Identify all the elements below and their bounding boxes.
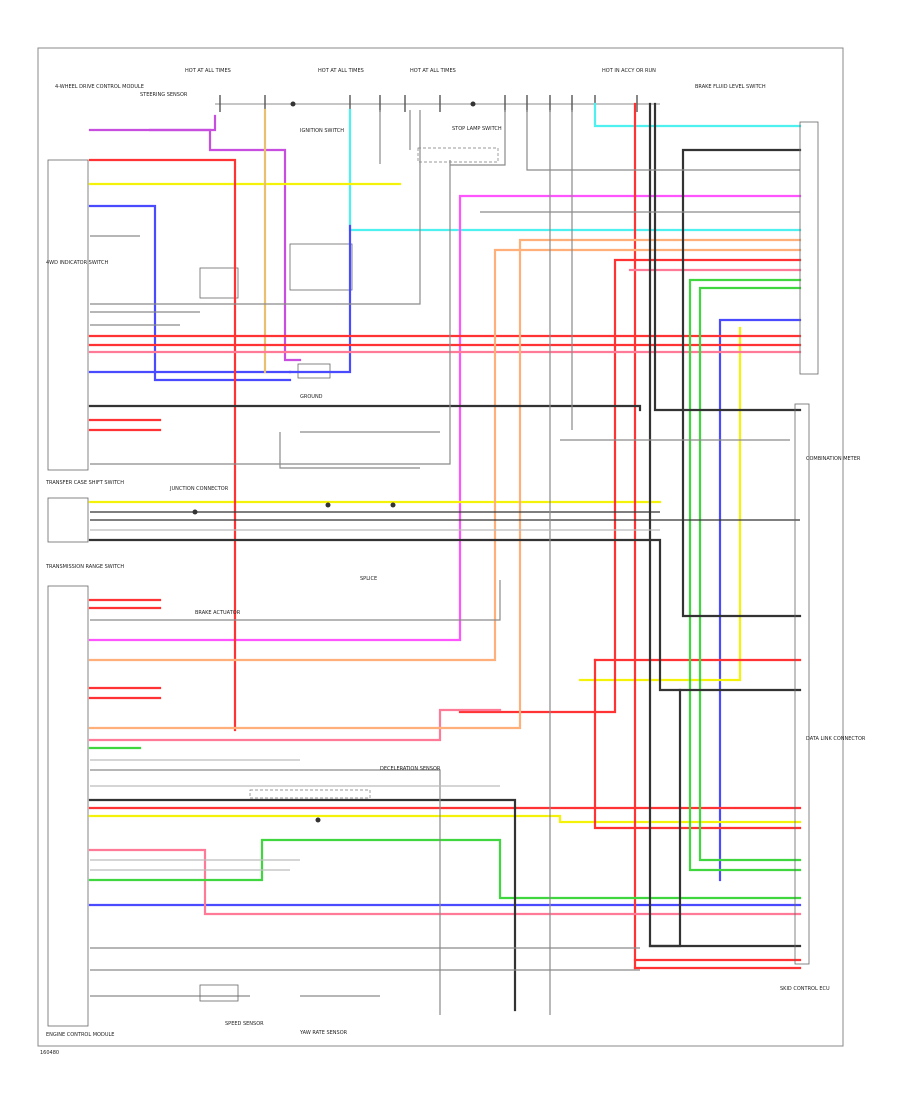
component-label-transfer-switch: TRANSFER CASE SHIFT SWITCH: [45, 480, 124, 486]
wire-harness: [88, 102, 802, 1015]
component-label-stop-lamp: STOP LAMP SWITCH: [452, 126, 502, 132]
center-labels: GROUND JUNCTION CONNECTOR SPLICE BRAKE A…: [169, 394, 441, 1036]
component-label-ecm: ENGINE CONTROL MODULE: [46, 1032, 114, 1038]
diagram-frame: [37, 47, 844, 1047]
fuse-label-1: HOT AT ALL TIMES: [185, 68, 231, 74]
left-module-upper: 4WD INDICATOR SWITCH TRANSFER CASE SHIFT…: [45, 159, 124, 1038]
module-outline: [47, 585, 89, 1027]
junction-dot: [470, 101, 476, 107]
component-label-brake-fluid: BRAKE FLUID LEVEL SWITCH: [695, 84, 766, 90]
component-label-4wd-module: 4-WHEEL DRIVE CONTROL MODULE: [55, 84, 144, 90]
fuse-label-3: HOT AT ALL TIMES: [410, 68, 456, 74]
connector-box: [249, 789, 371, 799]
label-ground: GROUND: [300, 394, 323, 400]
connector-strip-upper: [799, 121, 819, 375]
right-connector: COMBINATION METER DATA LINK CONNECTOR SK…: [780, 121, 866, 992]
splice-dot: [325, 502, 331, 508]
junction-dot: [290, 101, 296, 107]
connector-strip-lower: [794, 403, 810, 965]
label-dlc: DATA LINK CONNECTOR: [806, 736, 866, 742]
splice-dot: [390, 502, 396, 508]
top-fuse-area: HOT AT ALL TIMES HOT AT ALL TIMES HOT AT…: [55, 68, 766, 379]
component-label-transmission-switch: TRANSMISSION RANGE SWITCH: [45, 564, 124, 570]
label-decel-sensor: DECELERATION SENSOR: [380, 766, 441, 772]
label-speed-sensor: SPEED SENSOR: [225, 1021, 264, 1027]
label-junction: JUNCTION CONNECTOR: [169, 486, 229, 492]
relay-box: [289, 243, 353, 291]
component-label-4wd-switch: 4WD INDICATOR SWITCH: [46, 260, 109, 266]
connector-box: [417, 147, 499, 163]
splice-dot: [315, 817, 321, 823]
component-label-steering-sensor: STEERING SENSOR: [140, 92, 188, 98]
module-outline: [47, 497, 89, 543]
sensor-box: [199, 984, 239, 1002]
fuse-label-2: HOT AT ALL TIMES: [318, 68, 364, 74]
module-outline: [47, 159, 89, 471]
label-combination-meter: COMBINATION METER: [806, 456, 861, 462]
label-splice: SPLICE: [360, 576, 377, 582]
relay-box: [199, 267, 239, 299]
component-label-ignition: IGNITION SWITCH: [300, 128, 344, 134]
splice-dot: [192, 509, 198, 515]
label-skid-ecu: SKID CONTROL ECU: [780, 986, 830, 992]
label-brake-actuator: BRAKE ACTUATOR: [195, 610, 241, 616]
footer-code: 160480: [40, 1050, 59, 1056]
fuse-label-4: HOT IN ACCY OR RUN: [602, 68, 656, 74]
label-yaw-sensor: YAW RATE SENSOR: [299, 1030, 348, 1036]
